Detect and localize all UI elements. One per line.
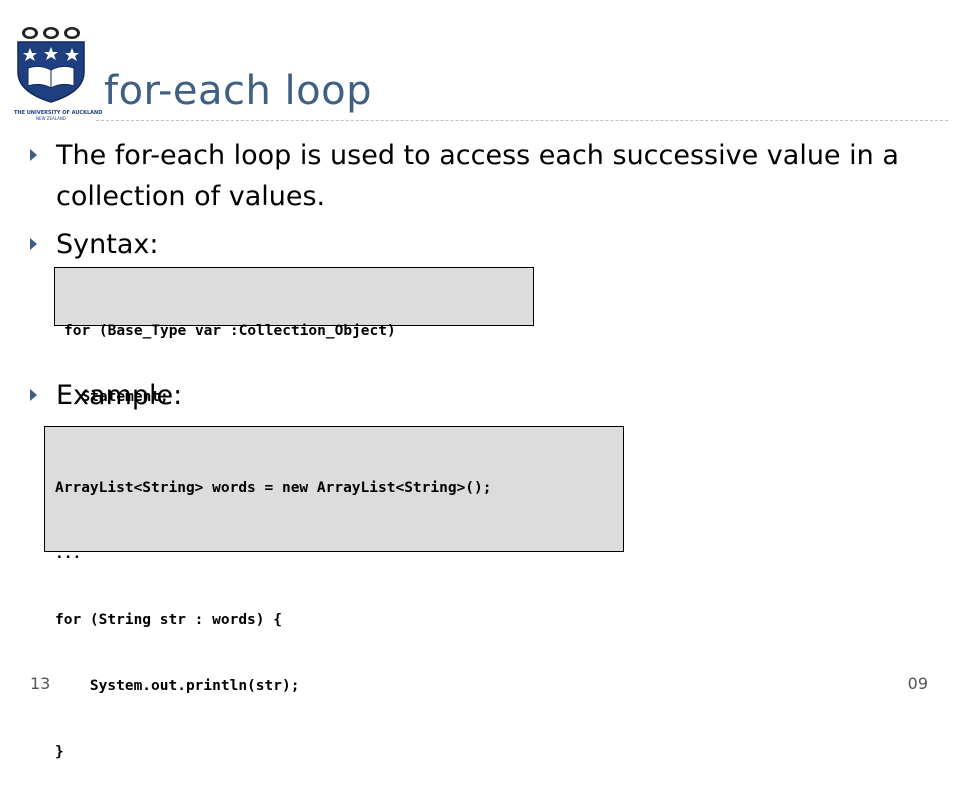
title-divider	[96, 120, 948, 121]
code-line: System.out.println(str);	[55, 678, 300, 694]
logo-text: THE UNIVERSITY OF AUCKLAND	[14, 110, 103, 116]
page-number: 13	[30, 674, 51, 693]
bullet-arrow-icon	[30, 149, 37, 161]
crest-icon	[17, 27, 85, 103]
code-line: for (String str : words) {	[55, 612, 282, 628]
bullet-text: The for-each loop is used to access each…	[56, 140, 899, 212]
logo-subtext: NEW ZEALAND	[36, 116, 66, 121]
code-line: ArrayList<String> words = new ArrayList<…	[55, 480, 492, 496]
bullet-item: The for-each loop is used to access each…	[30, 135, 930, 217]
code-line: }	[55, 744, 64, 760]
bullet-arrow-icon	[30, 238, 37, 250]
bullet-item: Syntax:	[30, 224, 158, 265]
university-logo: THE UNIVERSITY OF AUCKLAND NEW ZEALAND	[14, 22, 103, 121]
footer-right-text: 09	[907, 674, 928, 693]
bullet-text: Example:	[56, 380, 183, 411]
code-line: Statement;	[64, 389, 169, 405]
code-line: for (Base_Type var :Collection_Object)	[64, 323, 396, 339]
slide-title: for-each loop	[104, 68, 373, 114]
bullet-item: Example:	[30, 375, 182, 416]
syntax-code-box: for (Base_Type var :Collection_Object) S…	[54, 267, 534, 405]
bullet-text: Syntax:	[56, 229, 159, 260]
example-code-box: ArrayList<String> words = new ArrayList<…	[44, 426, 624, 760]
bullet-arrow-icon	[30, 389, 37, 401]
code-line: ...	[55, 546, 82, 562]
